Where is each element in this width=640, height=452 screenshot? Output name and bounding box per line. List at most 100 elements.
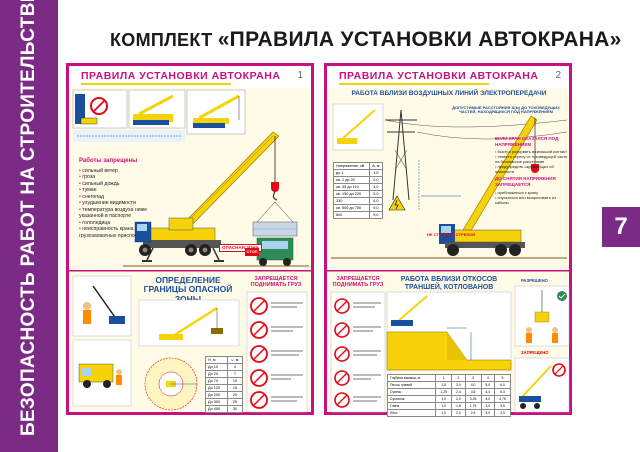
table-cell: 9,0 <box>368 204 384 212</box>
danger-zone-diagram <box>138 299 240 411</box>
under-voltage-forbidden-item: приближаться к крану <box>495 190 569 195</box>
table-cell: 3,0 <box>480 402 495 410</box>
table-cell: 1,0 <box>435 395 453 403</box>
side-title: БЕЗОПАСНОСТЬ РАБОТ НА СТРОИТЕЛЬСТВЕ <box>18 0 39 436</box>
slopes-title: РАБОТА ВБЛИЗИ ОТКОСОВ ТРАНШЕЙ, КОТЛОВАНО… <box>400 276 498 291</box>
table-cell: 2,4 <box>451 388 466 396</box>
poster-2: ПРАВИЛА УСТАНОВКИ АВТОКРАНА 2 РАБОТА ВБЛ… <box>324 63 572 417</box>
ok-label: РАЗРЕШЕНО <box>521 278 548 283</box>
table-cell: 5,0 <box>480 381 495 389</box>
poster-title: ПРАВИЛА УСТАНОВКИ АВТОКРАНА <box>339 70 538 85</box>
under-voltage-item: отвести стрелу от токоведущей части на б… <box>495 154 569 164</box>
forbidden-title: Работы запрещены <box>79 158 138 164</box>
table-header-cell: 4 <box>480 374 495 382</box>
under-voltage-title: ЕСЛИ КРАН ОКАЗАЛСЯ ПОД НАПРЯЖЕНИЕМ <box>495 136 559 147</box>
table-header-cell: 1 <box>435 374 453 382</box>
forbidden-item: ухудшение видимости <box>79 200 165 207</box>
table-header-cell: 3 <box>464 374 482 382</box>
table-cell: 2,0 <box>368 176 384 184</box>
table-cell: 5,0 <box>368 190 384 198</box>
table-cell: 3,5 <box>493 402 512 410</box>
under-voltage-forbidden-item: спускаться или выпрыгивать из кабины <box>495 195 569 205</box>
table-cell: 1,5 <box>368 169 384 177</box>
stop-sign-text: СТОП <box>246 249 258 254</box>
table-cell: 4,0 <box>464 381 482 389</box>
main-title-text: «ПРАВИЛА УСТАНОВКИ АВТОКРАНА» <box>217 28 622 51</box>
table-cell: св. 150 до 220 <box>333 190 370 198</box>
slope-table: Глубина выемки, м 1 2 3 4 5 Песок, грави… <box>386 374 512 417</box>
table-cell: 30 <box>226 405 244 413</box>
table-cell: 6,0 <box>493 381 512 389</box>
table-cell: Супесь <box>386 388 437 396</box>
table-cell: 4 <box>226 363 244 371</box>
table-cell: 3,6 <box>464 388 482 396</box>
table-header-cell: Напряжение, кВ <box>333 162 370 170</box>
table-cell: Лёсс <box>386 409 437 417</box>
warning-illustration <box>72 89 186 142</box>
lift-forbidden-icons <box>246 291 308 413</box>
table-cell: До 200 <box>205 391 228 399</box>
table-cell: 2,0 <box>451 395 466 403</box>
left-illustrations <box>72 275 132 407</box>
main-title: КОМПЛЕКТ «ПРАВИЛА УСТАНОВКИ АВТОКРАНА» <box>110 28 621 52</box>
lift-forbidden-title: ЗАПРЕЩАЕТСЯ ПОДНИМАТЬ ГРУЗ <box>250 276 302 289</box>
divider-line <box>69 270 311 272</box>
table-cell: 10 <box>226 377 244 385</box>
table-cell: 4,75 <box>493 395 512 403</box>
poster-title: ПРАВИЛА УСТАНОВКИ АВТОКРАНА <box>81 70 280 85</box>
table-cell: 25 <box>226 398 244 406</box>
forbidden-item: снегопад <box>79 194 165 201</box>
table-header-cell: А, м <box>368 162 384 170</box>
table-cell: 3,25 <box>464 395 482 403</box>
table-cell: Песок, гравий <box>386 381 437 389</box>
table-cell: 6,0 <box>368 197 384 205</box>
poster-number: 1 <box>297 70 303 81</box>
under-voltage-item: быстро разорвать возникший контакт <box>495 149 569 154</box>
table-cell: До 20 <box>205 370 228 378</box>
table-cell: 1,5 <box>435 381 453 389</box>
table-cell: 3,0 <box>451 381 466 389</box>
table-cell: 330 <box>333 197 370 205</box>
under-voltage-list: ЕСЛИ КРАН ОКАЗАЛСЯ ПОД НАПРЯЖЕНИЕМ быстр… <box>495 136 569 205</box>
lift-forbidden-title: ЗАПРЕЩАЕТСЯ ПОДНИМАТЬ ГРУЗ <box>332 276 384 289</box>
table-cell: 3,0 <box>480 409 495 417</box>
forbidden-list: Работы запрещены сильный ветер гроза сил… <box>79 158 165 239</box>
forbidden-item: температура воздуха ниже указанной в пас… <box>79 207 165 220</box>
forbidden-item: сильный ветер <box>79 168 165 175</box>
table-cell: До 120 <box>205 384 228 392</box>
poster-header: ПРАВИЛА УСТАНОВКИ АВТОКРАНА 2 <box>327 66 569 88</box>
table-cell: 1,25 <box>435 388 453 396</box>
table-cell: До 70 <box>205 377 228 385</box>
danger-sign: ОПАСНАЯ ЗОНА <box>219 244 262 252</box>
poster-1: ПРАВИЛА УСТАНОВКИ АВТОКРАНА 1 Работы зап… <box>66 63 314 415</box>
danger-zone-title: ОПРЕДЕЛЕНИЕ ГРАНИЦЫ ОПАСНОЙ ЗОНЫ <box>143 275 233 304</box>
stop-under-boom-label: НЕ СТОЙ ПОД СТРЕЛОЙ <box>427 232 476 237</box>
table-cell: 2,0 <box>451 409 466 417</box>
table-cell: до 1 <box>333 169 370 177</box>
prohibited-illustration <box>514 357 570 413</box>
allowed-distance-title: ДОПУСТИМЫЕ РАССТОЯНИЯ А(м) ДО ТОКОВЕДУЩИ… <box>452 105 560 115</box>
table-header: Напряжение, кВ А, м <box>333 162 384 170</box>
prohibited-label: ЗАПРЕЩЕНО <box>521 350 549 355</box>
forbidden-item: туман <box>79 187 165 194</box>
table-cell: 5,3 <box>493 388 512 396</box>
table-cell: св. 500 до 750 <box>333 204 370 212</box>
table-header: H, м L, м <box>205 356 244 364</box>
table-header-cell: 5 <box>493 374 512 382</box>
forbidden-item: гололедица <box>79 220 165 227</box>
